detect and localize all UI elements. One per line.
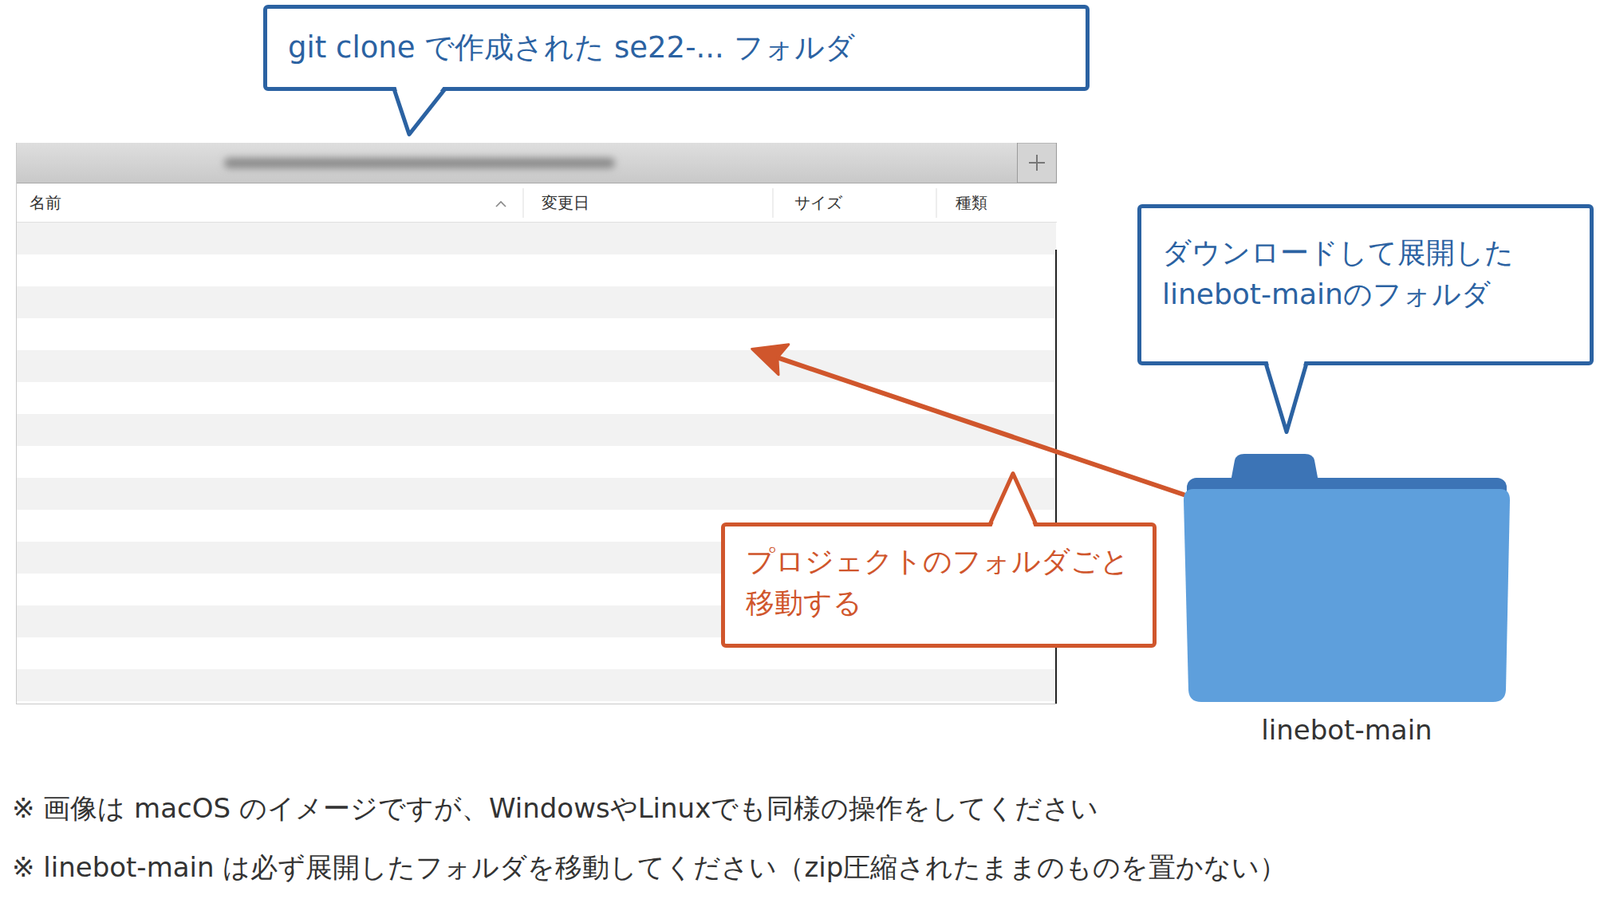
add-button [1016,142,1057,183]
column-title: 種類 [955,192,988,213]
speech-callout: ダウンロードして展開した linebot-mainのフォルダ [1137,204,1594,366]
header-dividers [16,183,1057,223]
folder-label: linebot-main [1151,713,1542,747]
column-title: 変更日 [541,192,590,213]
note-text: ※ linebot-main は必ず展開したフォルダを移動してください（zip圧… [11,850,1588,885]
column-title: 名前 [29,192,62,213]
column-title: サイズ [794,192,843,213]
note-text: ※ 画像は macOS のイメージですが、WindowsやLinuxでも同様の操… [11,791,1588,826]
column-header: 名前 変更日 サイズ 種類 [16,183,1057,223]
callout-text: ダウンロードして展開した linebot-mainのフォルダ [1162,232,1569,316]
callout-tail [263,86,462,140]
speech-callout: プロジェクトのフォルダごと 移動する [721,522,1157,648]
callout-text: プロジェクトのフォルダごと 移動する [745,540,1132,624]
folder-graphic [1183,453,1510,702]
callout-text: git clone で作成された se22-... フォルダ [287,26,1065,70]
callout-tail [1137,361,1323,438]
move-arrow [752,344,1184,495]
speech-callout: git clone で作成された se22-... フォルダ [263,4,1090,91]
blurred-path [216,142,631,184]
title-bar [16,142,1057,184]
folder-icon: linebot-main [1183,453,1510,753]
callout-tail [721,468,1053,527]
